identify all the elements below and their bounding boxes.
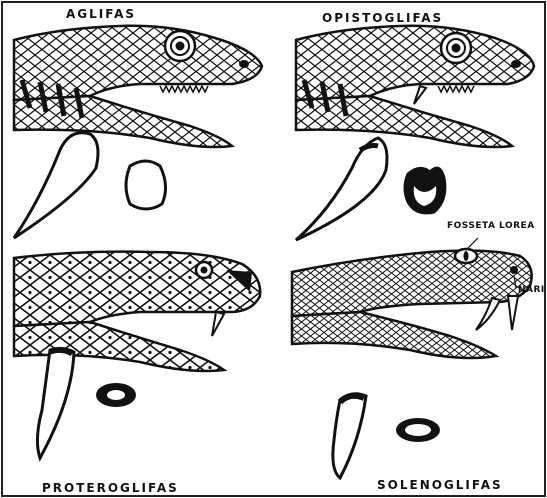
opistoglifas-fang-cross-section <box>405 168 445 213</box>
label-solenoglifas: SOLENOGLIFAS <box>377 479 503 491</box>
label-fosseta-loreal: FOSSETA LOREA <box>447 222 535 231</box>
label-aglifas: AGLIFAS <box>66 8 136 20</box>
aglifas-fang-cross-section <box>126 161 166 209</box>
label-proteroglifas: PROTEROGLIFAS <box>42 482 179 494</box>
aglifas-nostril-icon <box>239 60 249 68</box>
solenoglifas-nostril-icon <box>510 266 518 274</box>
opistoglifas-nostril-icon <box>511 60 521 68</box>
label-opistoglifas: OPISTOGLIFAS <box>322 12 443 24</box>
label-nari: NARI <box>518 286 545 295</box>
